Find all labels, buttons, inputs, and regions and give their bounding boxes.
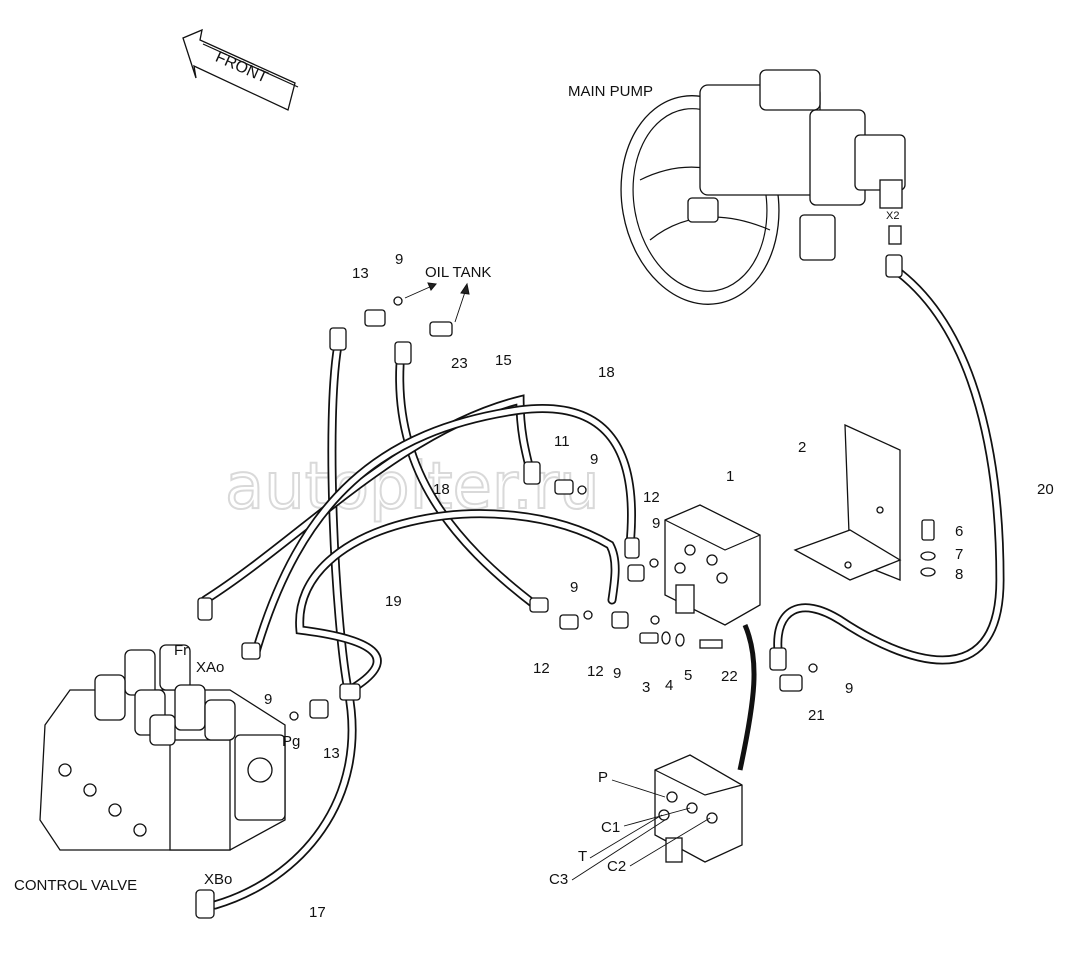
oil-tank-arrows: OIL TANK (404, 264, 491, 323)
callout-9-left: 9 (264, 691, 272, 708)
pump-shaft (687, 197, 719, 223)
callout-9-upper: 9 (590, 451, 598, 468)
bolts-3-4-5-22 (639, 631, 723, 649)
callout-18-mid: 18 (433, 481, 450, 498)
bolts-6-7-8 (920, 519, 936, 577)
callout-18-top: 18 (598, 364, 615, 381)
pump-top-block (759, 69, 821, 111)
callout-13-top: 13 (352, 265, 369, 282)
callout-9-block: 9 (652, 515, 660, 532)
hoses (200, 263, 1005, 910)
callout-12-left: 12 (533, 660, 550, 677)
pump-side-valve (799, 214, 836, 261)
port-xao-label: XAo (196, 659, 224, 676)
callout-12-mid: 12 (587, 663, 604, 680)
oil-tank-label: OIL TANK (425, 264, 491, 281)
port-c1-label: C1 (601, 819, 620, 836)
port-xbo-label: XBo (204, 871, 232, 888)
pump-port-block (879, 179, 903, 209)
callout-6: 6 (955, 523, 963, 540)
callout-11: 11 (554, 433, 570, 450)
valve-block-1 (664, 504, 761, 626)
callout-2: 2 (798, 439, 806, 456)
callout-numbers: 1 2 3 4 5 6 7 8 9 9 9 9 9 9 9 11 12 12 1… (264, 251, 1054, 921)
control-valve-label: CONTROL VALVE (14, 877, 137, 894)
control-valve-ports (58, 757, 273, 837)
callout-15: 15 (495, 352, 512, 369)
fittings (195, 254, 903, 919)
port-c3-label: C3 (549, 871, 568, 888)
callout-4: 4 (665, 677, 673, 694)
main-pump-label: MAIN PUMP (568, 83, 653, 100)
x2-fitting (888, 225, 902, 245)
callout-9-low: 9 (613, 665, 621, 682)
callout-9-mid: 9 (570, 579, 578, 596)
port-fr-label: Fr (174, 642, 188, 659)
front-arrow-shape (182, 28, 296, 111)
callout-13-low: 13 (323, 745, 340, 762)
callout-9-right: 9 (845, 680, 853, 697)
port-c2-label: C2 (607, 858, 626, 875)
control-valve-spools (94, 644, 236, 746)
port-t-label: T (578, 848, 587, 865)
callout-22: 22 (721, 668, 738, 685)
callout-21: 21 (808, 707, 825, 724)
callout-17: 17 (309, 904, 326, 921)
callout-19: 19 (385, 593, 402, 610)
callout-12-top: 12 (643, 489, 660, 506)
port-p-label: P (598, 769, 608, 786)
detail-view: P C1 T C2 C3 (549, 624, 757, 888)
port-pg-label: Pg (282, 733, 300, 750)
front-arrow-shadow (202, 43, 299, 88)
callout-1: 1 (726, 468, 734, 485)
callout-3: 3 (642, 679, 650, 696)
callout-20: 20 (1037, 481, 1054, 498)
main-pump: MAIN PUMP X2 (568, 69, 906, 305)
callout-8: 8 (955, 566, 963, 583)
port-x2-label: X2 (886, 210, 899, 222)
control-valve: CONTROL VALVE Fr XAo Pg XBo (14, 642, 300, 894)
callout-5: 5 (684, 667, 692, 684)
front-arrow: FRONT (182, 28, 299, 111)
callout-7: 7 (955, 546, 963, 563)
control-valve-section (169, 739, 231, 851)
bracket-2 (793, 423, 902, 581)
callout-9-top: 9 (395, 251, 403, 268)
detail-pointer (737, 624, 757, 771)
callout-23: 23 (451, 355, 468, 372)
